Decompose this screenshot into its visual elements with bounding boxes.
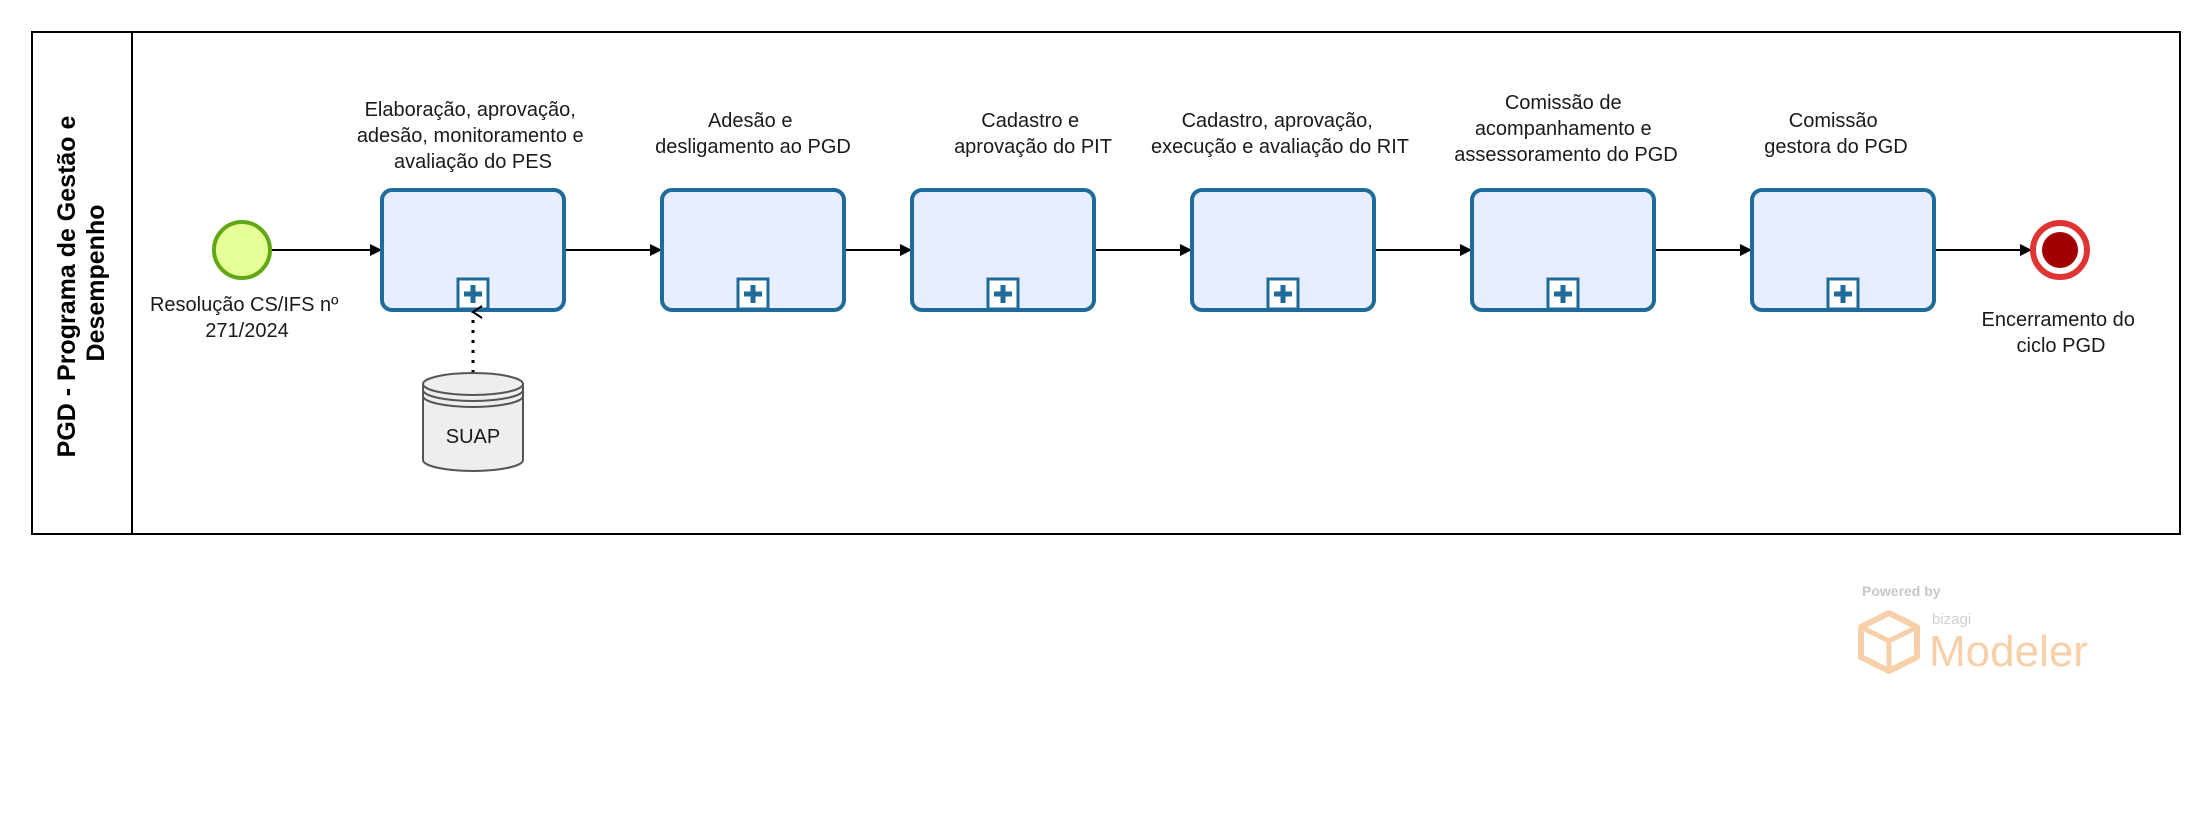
subprocess-label-line: assessoramento do PGD bbox=[1454, 144, 1677, 166]
subprocess-label: Cadastro, aprovação, execução e avaliaçã… bbox=[1151, 110, 1409, 158]
subprocess-label: Elaboração, aprovação, adesão, monitoram… bbox=[357, 99, 589, 173]
pool-title-line: PGD - Programa de Gestão e bbox=[53, 115, 81, 457]
data-store-ring bbox=[422, 395, 524, 408]
plus-icon[interactable] bbox=[986, 277, 1020, 311]
subprocess-label-line: execução e avaliação do RIT bbox=[1151, 136, 1409, 158]
end-event-label-line: ciclo PGD bbox=[2017, 335, 2106, 357]
subprocess-cadastro-pit[interactable]: Cadastro e aprovação do PIT bbox=[910, 110, 1112, 312]
plus-icon[interactable] bbox=[1546, 277, 1580, 311]
subprocess-label-line: desligamento ao PGD bbox=[655, 136, 851, 158]
start-event[interactable]: Resolução CS/IFS nº 271/2024 bbox=[150, 220, 344, 342]
subprocess-cadastro-rit[interactable]: Cadastro, aprovação, execução e avaliaçã… bbox=[1151, 110, 1409, 312]
subprocess-label-line: Cadastro, aprovação, bbox=[1182, 110, 1373, 132]
subprocess-label-line: acompanhamento e bbox=[1475, 118, 1652, 140]
subprocess-label: Comissão gestora do PGD bbox=[1764, 110, 1907, 158]
subprocess-label-line: Comissão de bbox=[1505, 92, 1622, 114]
end-event-label: Encerramento do ciclo PGD bbox=[1982, 309, 2141, 357]
end-event-core bbox=[2042, 232, 2078, 268]
subprocess-label-line: gestora do PGD bbox=[1764, 136, 1907, 158]
product-text: Modeler bbox=[1929, 627, 2088, 676]
pool-title-line: Desempenho bbox=[82, 205, 110, 362]
subprocess-label-line: avaliação do PES bbox=[394, 151, 552, 173]
data-store-suap[interactable]: SUAP bbox=[422, 372, 524, 472]
data-store-top bbox=[422, 372, 524, 396]
bizagi-cube-logo-icon bbox=[1858, 610, 1920, 674]
subprocess-comissao-acompanhamento[interactable]: Comissão de acompanhamento e assessorame… bbox=[1454, 92, 1678, 312]
start-event-label: Resolução CS/IFS nº 271/2024 bbox=[150, 294, 344, 342]
end-event[interactable]: Encerramento do ciclo PGD bbox=[1982, 220, 2141, 357]
data-store-ring bbox=[422, 389, 524, 402]
pool-title: PGD - Programa de Gestão e Desempenho bbox=[53, 109, 110, 458]
brand-text: bizagi bbox=[1932, 611, 1971, 628]
subprocess-label: Cadastro e aprovação do PIT bbox=[954, 110, 1112, 158]
powered-by-text: Powered by bbox=[1862, 583, 1941, 599]
plus-icon[interactable] bbox=[1826, 277, 1860, 311]
plus-icon[interactable] bbox=[456, 277, 490, 311]
subprocess-label: Adesão e desligamento ao PGD bbox=[655, 110, 851, 158]
data-store-label: SUAP bbox=[446, 426, 500, 448]
powered-by-watermark: Powered by bizagi Modeler bbox=[1858, 583, 2088, 676]
subprocess-label-line: adesão, monitoramento e bbox=[357, 125, 584, 147]
start-event-circle[interactable] bbox=[212, 220, 272, 280]
subprocess-adesao-desligamento[interactable]: Adesão e desligamento ao PGD bbox=[655, 110, 851, 312]
subprocess-label: Comissão de acompanhamento e assessorame… bbox=[1454, 92, 1677, 166]
subprocess-label-line: Adesão e bbox=[708, 110, 793, 132]
subprocess-comissao-gestora[interactable]: Comissão gestora do PGD bbox=[1750, 110, 1936, 312]
start-event-label-line: Resolução CS/IFS nº bbox=[150, 294, 339, 316]
end-event-label-line: Encerramento do bbox=[1982, 309, 2135, 331]
subprocess-label-line: aprovação do PIT bbox=[954, 136, 1112, 158]
subprocess-label-line: Cadastro e bbox=[981, 110, 1079, 132]
plus-icon[interactable] bbox=[1266, 277, 1300, 311]
start-event-label-line: 271/2024 bbox=[205, 320, 288, 342]
subprocess-label-line: Elaboração, aprovação, bbox=[365, 99, 576, 121]
plus-icon[interactable] bbox=[736, 277, 770, 311]
subprocess-label-line: Comissão bbox=[1789, 110, 1878, 132]
subprocess-elaboracao-pes[interactable]: Elaboração, aprovação, adesão, monitoram… bbox=[357, 99, 589, 312]
